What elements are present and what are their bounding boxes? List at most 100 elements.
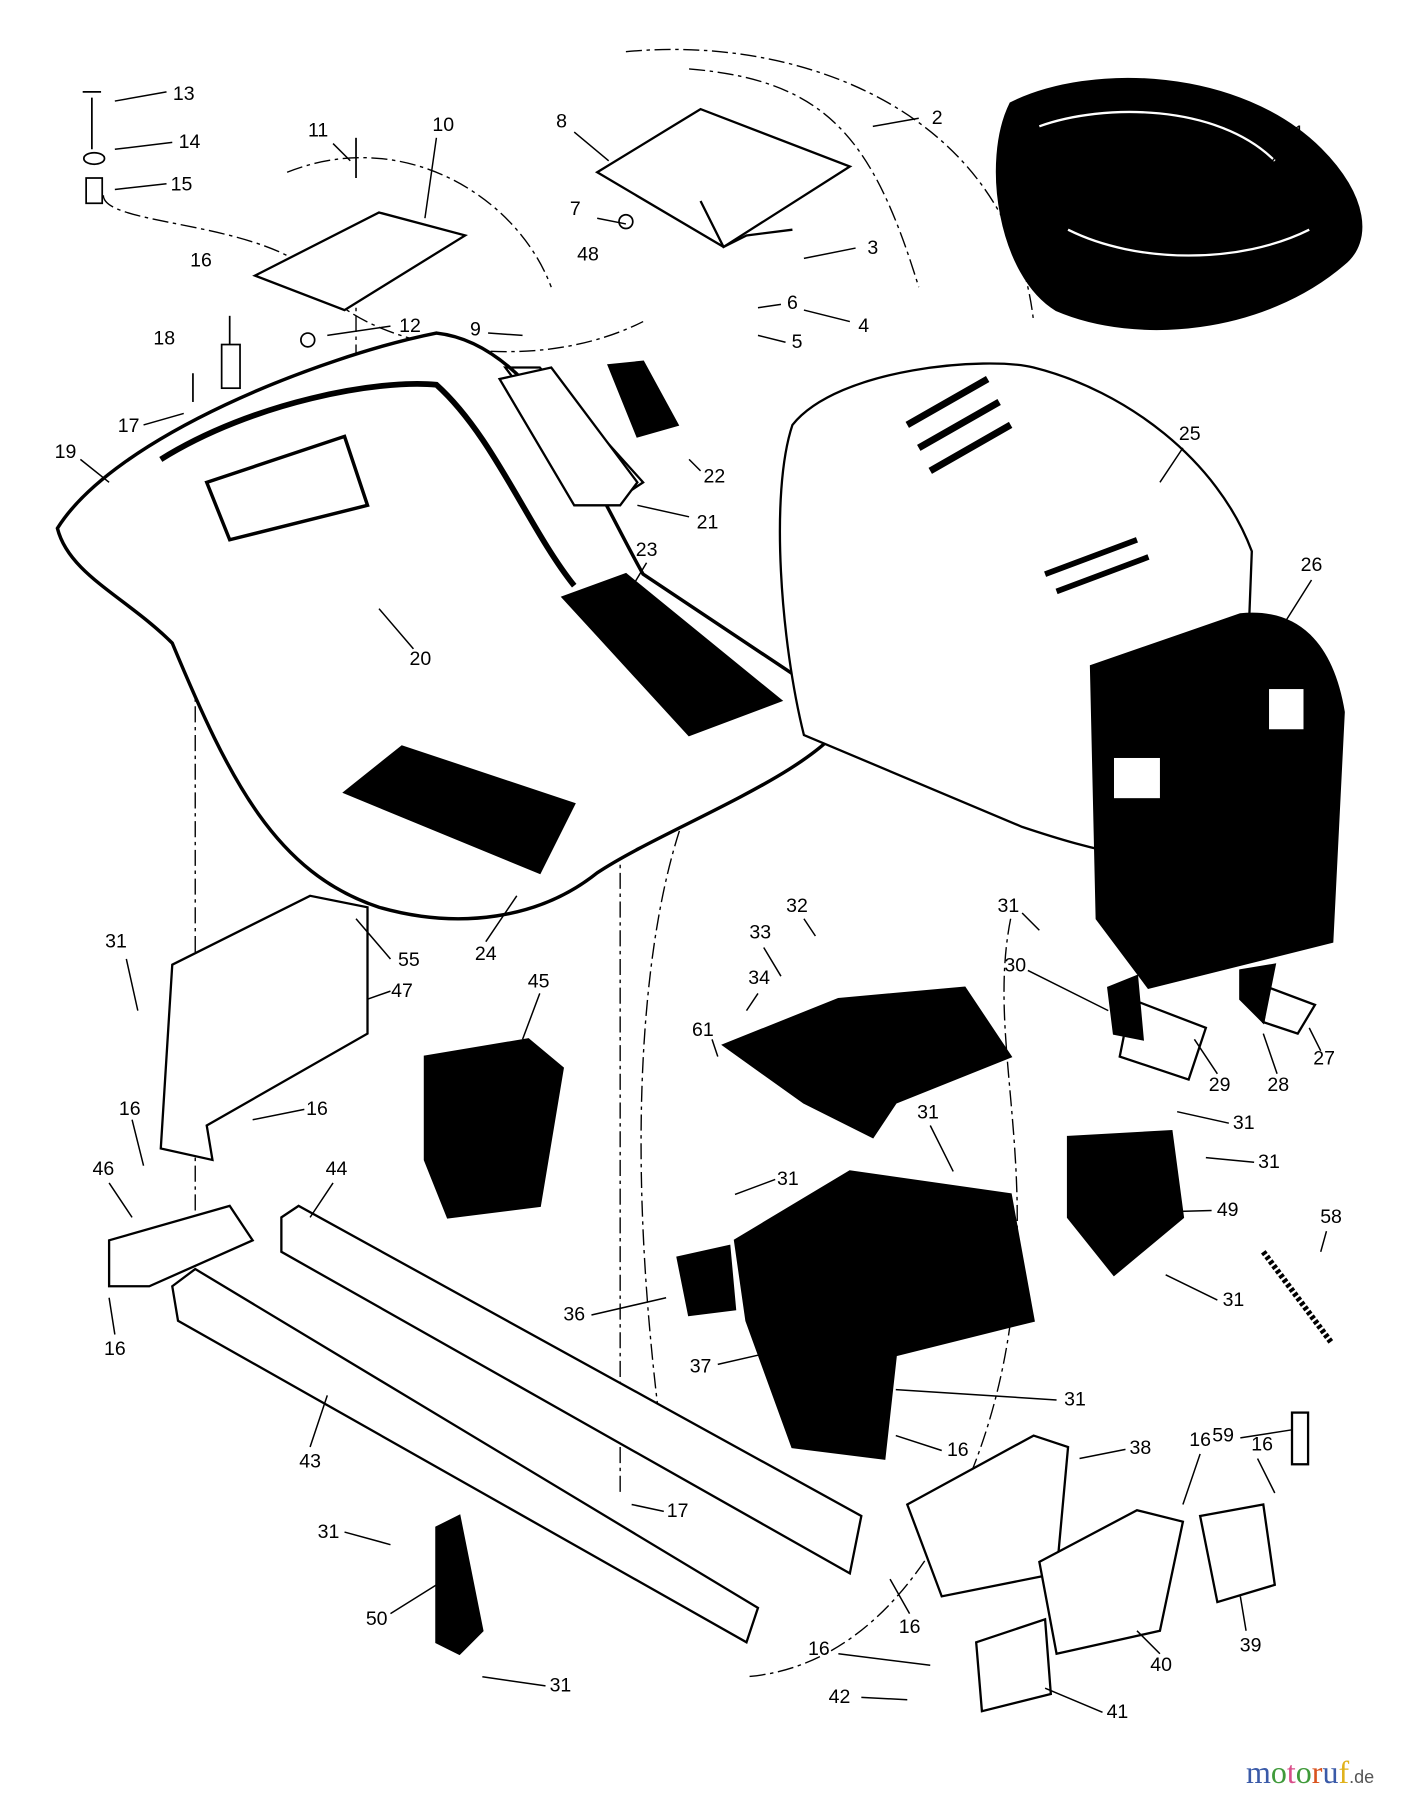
callout-16: 16 bbox=[946, 1439, 969, 1461]
callout-22: 22 bbox=[703, 465, 726, 487]
plate-41-part bbox=[974, 1617, 1053, 1713]
shift-plate-part bbox=[497, 366, 639, 507]
callout-13: 13 bbox=[172, 82, 195, 105]
leader-lines bbox=[79, 91, 1328, 1714]
callout-31: 31 bbox=[1258, 1150, 1280, 1173]
callout-16: 16 bbox=[1251, 1433, 1274, 1456]
callout-31: 31 bbox=[549, 1674, 572, 1697]
callout-16: 16 bbox=[118, 1097, 141, 1120]
watermark-letter: f bbox=[1338, 1754, 1350, 1790]
dash-panel-part bbox=[721, 986, 1013, 1139]
plate-40-part bbox=[1038, 1508, 1185, 1656]
callout-4: 4 bbox=[858, 314, 870, 337]
callout-44: 44 bbox=[325, 1157, 348, 1180]
callout-16: 16 bbox=[306, 1097, 328, 1120]
watermark-letter: r bbox=[1311, 1754, 1323, 1790]
callout-55: 55 bbox=[397, 948, 420, 971]
panel-36-part bbox=[676, 1244, 737, 1317]
callout-35: 35 bbox=[1308, 860, 1331, 883]
frame-rail-43-part bbox=[171, 1267, 760, 1644]
link-59-part bbox=[1290, 1411, 1310, 1466]
housing-30-part bbox=[1107, 974, 1144, 1041]
callout-41: 41 bbox=[1106, 1700, 1129, 1723]
callout-5: 5 bbox=[791, 330, 803, 353]
watermark-brand: motoruf bbox=[1246, 1754, 1349, 1791]
seat-plate-part bbox=[594, 107, 853, 249]
callout-39: 39 bbox=[1239, 1634, 1262, 1657]
side-panel-49-part bbox=[1066, 1130, 1185, 1277]
callout-50: 50 bbox=[365, 1607, 388, 1630]
callout-40: 40 bbox=[1150, 1653, 1172, 1676]
callout-8: 8 bbox=[556, 110, 568, 133]
callout-1: 1 bbox=[1293, 121, 1305, 144]
callout-31: 31 bbox=[776, 1167, 799, 1190]
callout-38: 38 bbox=[1129, 1436, 1152, 1459]
callout-45: 45 bbox=[527, 970, 550, 993]
callout-47: 47 bbox=[391, 979, 413, 1002]
spring-58-part bbox=[1260, 1250, 1335, 1346]
callout-59: 59 bbox=[1212, 1424, 1234, 1446]
callout-27: 27 bbox=[1313, 1047, 1336, 1070]
bracket-48-part bbox=[607, 360, 680, 438]
watermark-letter: m bbox=[1246, 1754, 1271, 1790]
callout-20: 20 bbox=[409, 647, 432, 670]
callout-25: 25 bbox=[1178, 422, 1201, 445]
callout-19: 19 bbox=[54, 441, 77, 463]
bracket-46-part bbox=[107, 1204, 255, 1288]
console-part bbox=[733, 1170, 1035, 1460]
pivot-bracket-part bbox=[252, 211, 468, 312]
callout-37: 37 bbox=[689, 1355, 712, 1377]
plate-39-part bbox=[1198, 1503, 1277, 1604]
callout-16: 16 bbox=[190, 249, 212, 272]
battery-box-part bbox=[423, 1038, 564, 1219]
callout-31: 31 bbox=[997, 894, 1020, 917]
callout-42: 42 bbox=[828, 1685, 851, 1708]
callout-36: 36 bbox=[563, 1303, 586, 1326]
callout-11: 11 bbox=[307, 119, 329, 142]
callout-26: 26 bbox=[1300, 553, 1323, 576]
watermark-logo: motoruf.de bbox=[1246, 1754, 1374, 1791]
callout-17: 17 bbox=[117, 414, 140, 437]
callout-10: 10 bbox=[432, 113, 455, 136]
callout-34: 34 bbox=[748, 966, 770, 989]
callout-31: 31 bbox=[105, 930, 127, 953]
fender-part bbox=[55, 331, 852, 921]
bracket-50-part bbox=[435, 1514, 484, 1656]
callout-58: 58 bbox=[1320, 1205, 1342, 1228]
callout-6: 6 bbox=[786, 291, 798, 314]
callout-31: 31 bbox=[317, 1520, 340, 1543]
seat-part bbox=[995, 77, 1363, 330]
watermark-letter: o bbox=[1270, 1754, 1287, 1790]
callout-17: 17 bbox=[666, 1499, 689, 1522]
plate-38-part bbox=[905, 1434, 1070, 1598]
frame-rail-44-part bbox=[280, 1204, 863, 1576]
housing-28-part bbox=[1239, 963, 1277, 1025]
callout-15: 15 bbox=[170, 173, 193, 196]
callout-43: 43 bbox=[299, 1450, 321, 1473]
callout-46: 46 bbox=[92, 1157, 115, 1180]
watermark-tld: .de bbox=[1349, 1767, 1375, 1787]
callout-3: 3 bbox=[867, 236, 879, 259]
callout-24: 24 bbox=[474, 942, 497, 965]
callout-31: 31 bbox=[917, 1101, 939, 1124]
callout-16: 16 bbox=[807, 1637, 830, 1660]
callout-16: 16 bbox=[1189, 1428, 1211, 1451]
callout-31: 31 bbox=[1064, 1388, 1086, 1411]
callout-61: 61 bbox=[691, 1018, 714, 1041]
watermark-letter: o bbox=[1295, 1754, 1312, 1790]
callout-16: 16 bbox=[103, 1337, 126, 1360]
callout-2: 2 bbox=[931, 106, 943, 129]
callout-12: 12 bbox=[399, 314, 421, 337]
heat-shield-part bbox=[159, 894, 369, 1162]
callout-30: 30 bbox=[1004, 954, 1027, 977]
grille-part bbox=[1089, 612, 1345, 989]
hardware-bolts bbox=[82, 91, 634, 402]
callout-16: 16 bbox=[898, 1615, 921, 1638]
callout-7: 7 bbox=[569, 197, 581, 220]
callout-33: 33 bbox=[749, 921, 772, 943]
watermark-letter: u bbox=[1322, 1754, 1339, 1790]
callout-14: 14 bbox=[178, 130, 201, 153]
callout-28: 28 bbox=[1267, 1073, 1290, 1096]
